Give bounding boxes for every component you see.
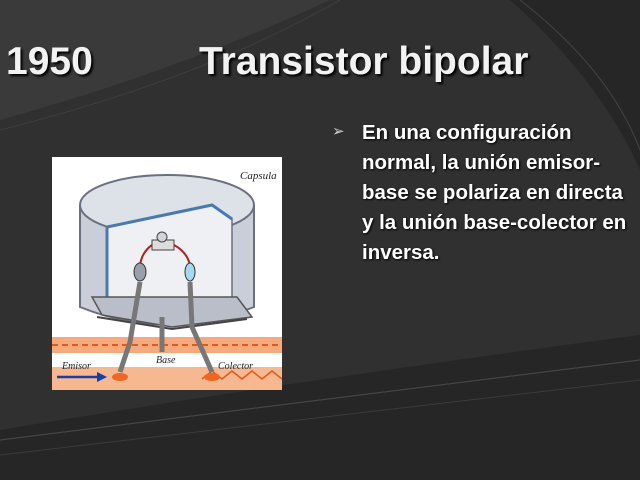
bullet-text: En una configuración normal, la unión em… (362, 121, 627, 264)
label-capsula: Capsula (240, 170, 277, 182)
label-emisor: Emisor (61, 361, 91, 372)
title-row: 1950 Transistor bipolar (6, 40, 634, 90)
transistor-illustration: Capsula Base Emisor Colector (52, 170, 283, 390)
label-colector: Colector (218, 361, 253, 372)
year-heading: 1950 (6, 40, 93, 83)
label-base: Base (156, 355, 176, 366)
transistor-diagram: Capsula Base Emisor Colector (52, 157, 283, 390)
slide-title: Transistor bipolar (199, 40, 529, 83)
bullet-arrow-icon: ➢ (332, 123, 345, 140)
